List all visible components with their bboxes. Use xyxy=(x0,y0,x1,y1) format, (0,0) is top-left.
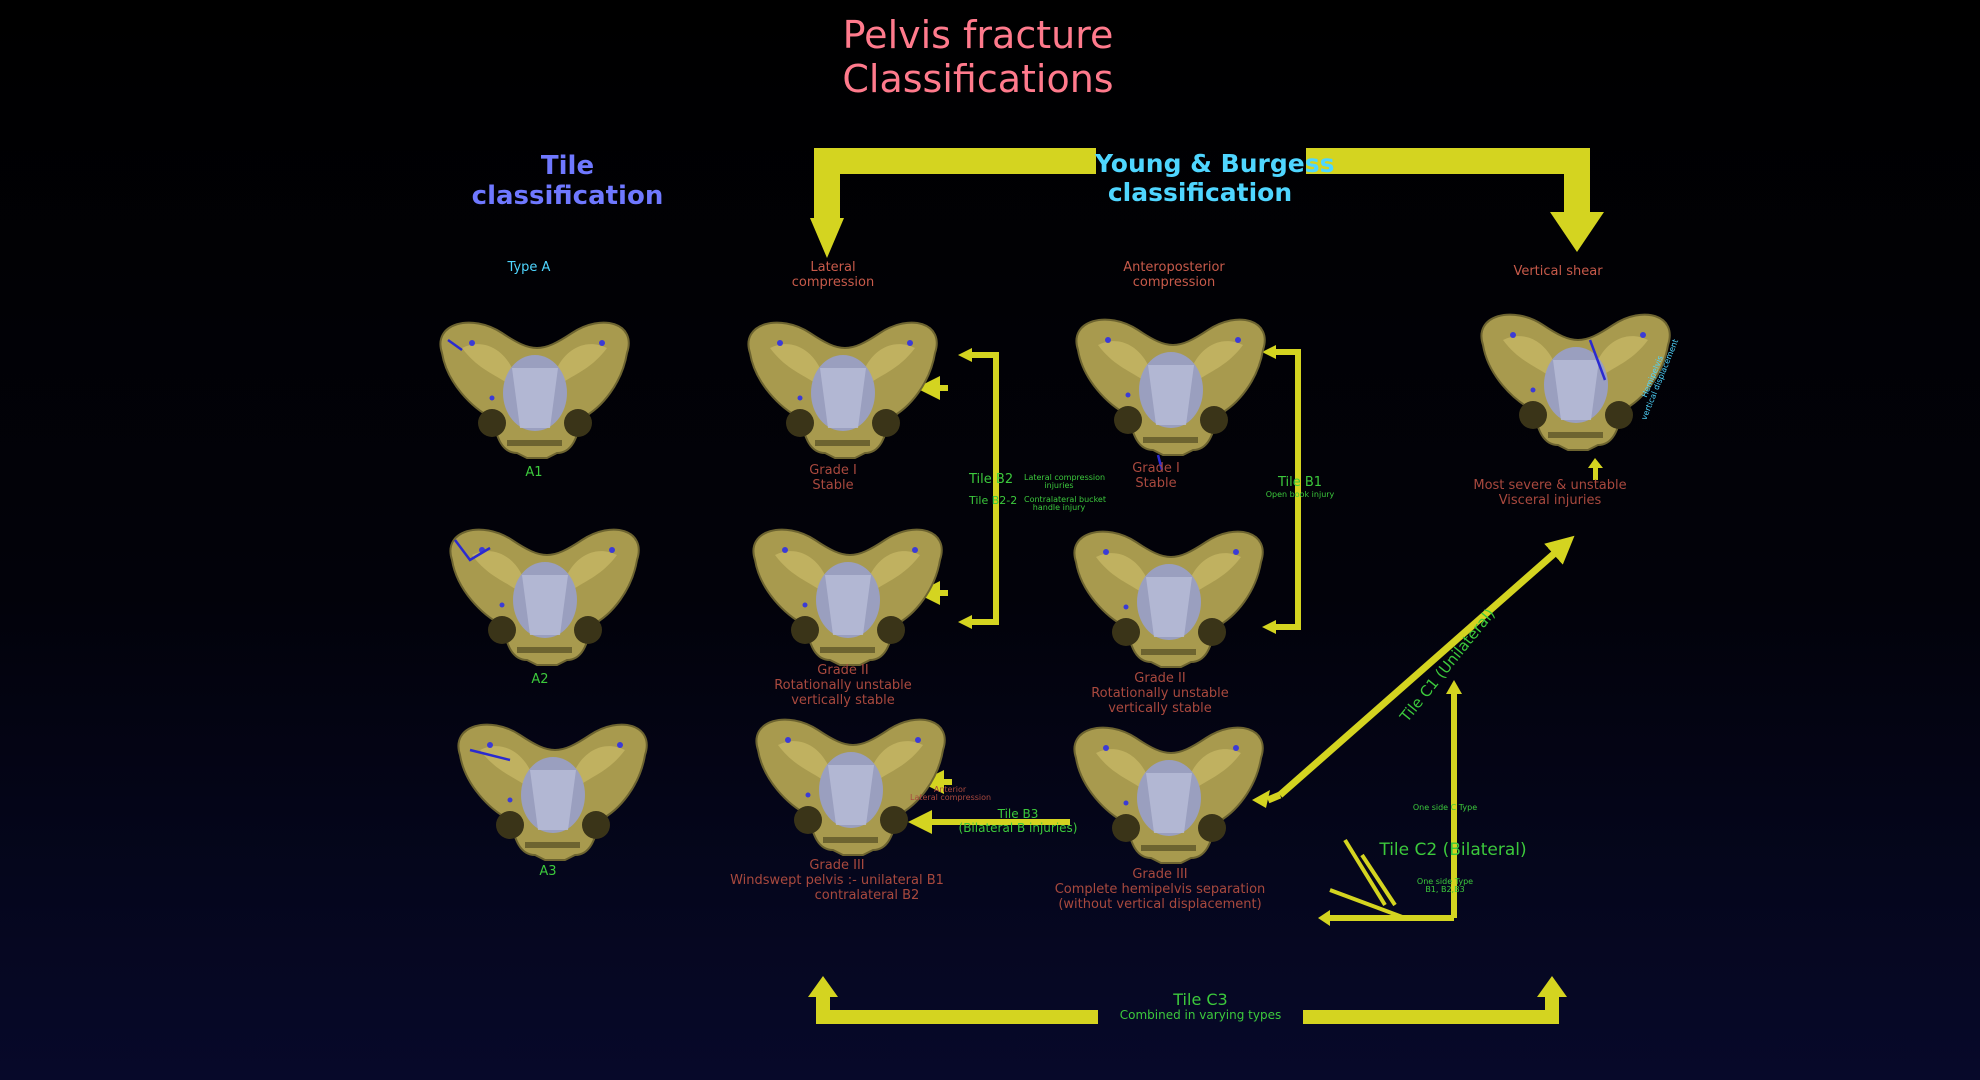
fracture-marks xyxy=(447,338,1607,762)
lateral-compression-heading: Lateral compression xyxy=(773,260,893,291)
vs-up-arrow xyxy=(1588,458,1603,480)
pelvis-lc-2 xyxy=(753,530,941,665)
apc-grade-3: Grade III Complete hemipelvis separation… xyxy=(1050,867,1270,913)
lc-g2-line3: vertically stable xyxy=(791,692,895,708)
vertical-shear-heading: Vertical shear xyxy=(1513,264,1603,279)
a1-label: A1 xyxy=(525,465,543,480)
lc-g3-line1: Grade III xyxy=(809,858,865,873)
young-burgess-arrow xyxy=(810,148,1604,258)
title-line1: Pelvis fracture xyxy=(842,13,1114,57)
young-burgess-heading: Young & Burgess classification xyxy=(1095,149,1335,208)
pelvis-a1 xyxy=(440,323,628,458)
tile-b2-2-note: Contralateral bucket handle injury xyxy=(1024,495,1106,513)
tile-c3-label: Tile C3 Combined in varying types xyxy=(1098,990,1303,1023)
pelvis-lc-1 xyxy=(748,323,936,458)
pelvis-vs xyxy=(1481,315,1669,450)
b3-small-note: Anterior Lateral compression xyxy=(910,785,992,803)
apc-g2-line1: Grade II xyxy=(1134,671,1186,686)
yb-heading-line2: classification xyxy=(1107,177,1293,207)
tile-heading: Tile classification xyxy=(440,151,695,212)
tile-c3-text: Tile C3 xyxy=(1173,990,1228,1009)
apc-g2-line2: Rotationally unstable xyxy=(1091,685,1229,701)
lc-g2-line2: Rotationally unstable xyxy=(774,677,912,693)
pelvis-apc-3 xyxy=(1074,728,1262,863)
tile-c3-arrow xyxy=(808,976,1567,1024)
lc-grade-3: Grade III Windswept pelvis :- unilateral… xyxy=(712,858,962,904)
tile-b3-text: Tile B3 xyxy=(997,807,1039,821)
apc-grade-2: Grade II Rotationally unstable verticall… xyxy=(1075,671,1245,717)
lateral-line1: Lateral xyxy=(810,260,856,275)
yb-heading-line1: Young & Burgess xyxy=(1095,149,1335,178)
b2-2-note-line2: handle injury xyxy=(1032,503,1086,513)
b2-note-line1: Lateral compression xyxy=(1024,473,1106,482)
lc-g1-line1: Grade I xyxy=(809,463,857,478)
b2-note-line2: injuries xyxy=(1044,481,1074,491)
tile-c1-arrow xyxy=(1252,535,1575,808)
lateral-line2: compression xyxy=(791,274,875,290)
vs-description: Most severe & unstable Visceral injuries xyxy=(1460,478,1640,509)
apc-g1-line2: Stable xyxy=(1135,475,1177,491)
a2-label: A2 xyxy=(531,672,549,687)
tile-b2-label: Tile B2 xyxy=(969,472,1013,487)
lc-g3-line2: Windswept pelvis :- unilateral B1 xyxy=(730,872,944,888)
tile-b2-note: Lateral compression injuries xyxy=(1024,473,1106,491)
b2-2-note-line1: Contralateral bucket xyxy=(1024,495,1106,504)
one-side-c-type: One side C Type xyxy=(1412,803,1478,812)
tile-b1-note: Open book injury xyxy=(1265,489,1335,499)
vs-desc-line1: Most severe & unstable xyxy=(1473,478,1627,493)
tile-b3-sub: (Bilateral B injuries) xyxy=(958,820,1078,835)
type-a-label: Type A xyxy=(507,260,551,275)
title-line2: Classifications xyxy=(842,56,1114,101)
apc-g2-line3: vertically stable xyxy=(1108,700,1212,716)
lc-g3-line3: contralateral B2 xyxy=(814,887,920,903)
ap-line1: Anteroposterior xyxy=(1123,260,1225,275)
lc-bracket xyxy=(908,348,1070,834)
c2-note-line2: B1, B2,B3 xyxy=(1425,885,1465,895)
tile-c2-note: One side Type B1, B2,B3 xyxy=(1405,877,1485,895)
tile-heading-line1: Tile xyxy=(540,151,595,181)
vs-desc-line2: Visceral injuries xyxy=(1498,492,1602,508)
apc-g3-line1: Grade III xyxy=(1132,867,1188,882)
pelvis-apc-1 xyxy=(1076,320,1264,455)
b3-small-line2: Lateral compression xyxy=(910,793,992,803)
tile-c2-label: Tile C2 (Bilateral) xyxy=(1379,840,1527,860)
lc-g1-line2: Stable xyxy=(812,477,854,493)
ap-line2: compression xyxy=(1132,274,1216,290)
b3-small-line1: Anterior xyxy=(933,785,967,794)
ap-compression-heading: Anteroposterior compression xyxy=(1104,260,1244,291)
lc-grade-2: Grade II Rotationally unstable verticall… xyxy=(758,663,928,709)
tile-b1-text: Tile B1 xyxy=(1277,475,1323,490)
tile-b3-label: Tile B3 (Bilateral B injuries) xyxy=(958,807,1078,836)
tile-b2-text: Tile B2 xyxy=(969,472,1014,487)
c2-note-line1: One side Type xyxy=(1416,877,1474,886)
tile-b1-label: Tile B1 Open book injury xyxy=(1255,475,1345,499)
tile-c2-arrows xyxy=(1318,680,1462,926)
lc-g2-line1: Grade II xyxy=(817,663,869,678)
page-title: Pelvis fracture Classifications xyxy=(778,13,1178,101)
tile-b2-2-label: Tile B2-2 xyxy=(969,494,1018,507)
a3-label: A3 xyxy=(539,864,557,879)
pelvis-a2 xyxy=(450,530,638,665)
apc-g1-line1: Grade I xyxy=(1132,461,1180,476)
apc-g3-line2: Complete hemipelvis separation xyxy=(1054,881,1266,897)
pelvis-apc-2 xyxy=(1074,532,1262,667)
pelvis-a3 xyxy=(458,725,646,860)
tile-c3-sub: Combined in varying types xyxy=(1119,1008,1282,1023)
apc-grade-1: Grade I Stable xyxy=(1096,461,1216,492)
ap-bracket xyxy=(1262,345,1301,634)
lc-grade-1: Grade I Stable xyxy=(773,463,893,494)
tile-heading-line2: classification xyxy=(471,180,664,211)
apc-g3-line3: (without vertical displacement) xyxy=(1058,896,1262,912)
